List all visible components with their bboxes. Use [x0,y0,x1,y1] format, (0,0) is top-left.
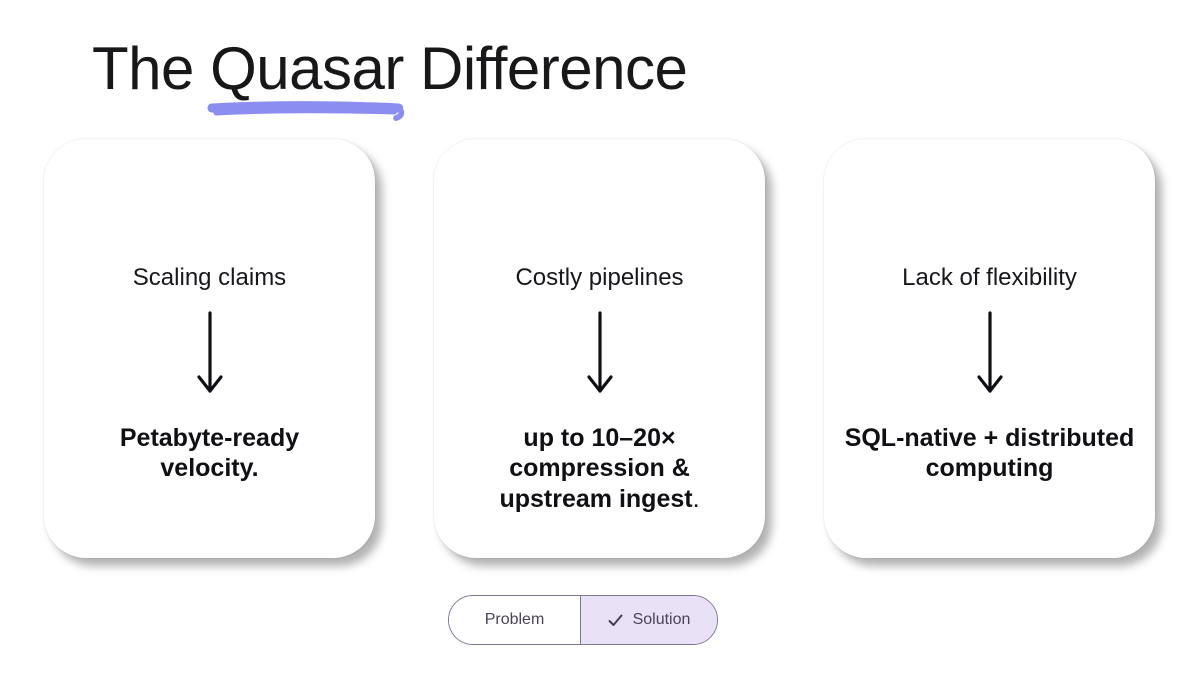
card-solution-period: . [692,484,700,513]
solution-tab-label: Solution [632,611,691,628]
card-solution-text: Petabyte-ready velocity. [90,423,330,484]
down-arrow-icon [976,311,1003,393]
problem-tab-label: Problem [484,611,545,628]
card-solution-text: up to 10–20× compression & upstream inge… [485,423,715,515]
down-arrow-icon [586,311,613,393]
card-problem-label: Costly pipelines [515,264,684,291]
card-solution-text: SQL-native + distributed computing [828,423,1152,484]
card-problem-label: Lack of flexibility [902,264,1077,291]
card-solution-main: up to 10–20× compression & upstream inge… [499,423,693,513]
card-solution-main: SQL-native + distributed computing [844,423,1135,483]
scribble-underline-icon [207,101,405,121]
page-title: The Quasar Difference [92,35,688,121]
cards-row: Scaling claims Petabyte-ready velocity. … [44,139,1155,558]
solution-tab[interactable]: Solution [580,596,717,644]
problem-tab[interactable]: Problem [449,596,580,644]
check-icon [608,614,623,626]
card-problem-label: Scaling claims [132,264,287,291]
card-lack-of-flexibility: Lack of flexibility SQL-native + distrib… [824,139,1155,558]
title-suffix: Difference [403,35,688,102]
problem-solution-toggle: Problem Solution [448,595,718,645]
card-solution-main: Petabyte-ready velocity. [119,423,300,483]
title-highlight: Quasar [207,35,404,121]
title-prefix: The [92,35,211,102]
down-arrow-icon [196,311,223,393]
card-costly-pipelines: Costly pipelines up to 10–20× compressio… [434,139,765,558]
card-scaling-claims: Scaling claims Petabyte-ready velocity. [44,139,375,558]
title-highlight-text: Quasar [210,35,404,102]
